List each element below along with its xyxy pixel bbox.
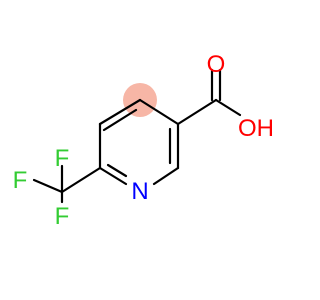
bond-c6-n1-inner: [106, 163, 128, 178]
atom-label-f-top: F: [55, 145, 70, 172]
bond-c-oh: [214, 98, 242, 117]
atom-label-oh: OH: [238, 115, 274, 142]
bond-c6-cf3: [60, 166, 102, 194]
atom-label-f-bottom: F: [55, 203, 70, 230]
bond-c3-carboxyl: [176, 98, 218, 126]
atom-label-o: O: [207, 51, 226, 78]
structure-canvas: O OH N F F F: [12, 51, 274, 230]
atom-label-f-left: F: [13, 167, 28, 194]
atom-label-n: N: [131, 178, 148, 205]
bond-c3-c4: [138, 98, 180, 126]
bond-c4-c5: [98, 98, 142, 126]
bond-cf3-f-left: [32, 178, 64, 194]
structural-formula: O OH N F F F: [13, 51, 274, 230]
bond-n1-c2: [152, 166, 180, 186]
bond-c6-n1: [98, 166, 128, 186]
bond-c4-c5-inner: [102, 108, 138, 132]
